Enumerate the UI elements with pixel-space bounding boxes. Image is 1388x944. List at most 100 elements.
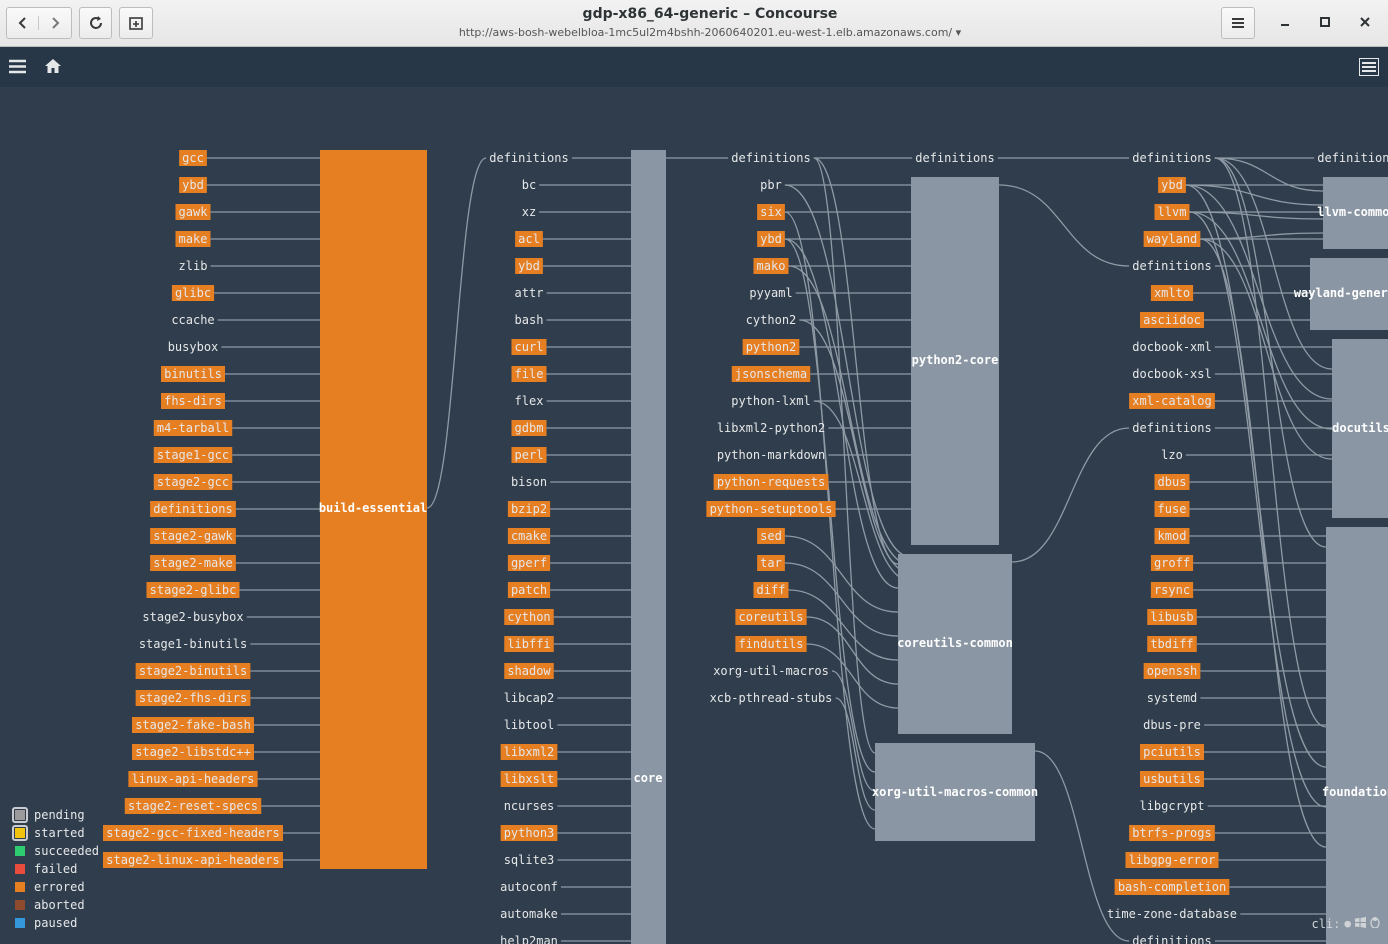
input-node-stage2-reset-specs[interactable]: stage2-reset-specs [124,798,262,814]
input-node-stage2-fhs-dirs[interactable]: stage2-fhs-dirs [135,690,251,706]
input-node-stage1-gcc[interactable]: stage1-gcc [153,447,233,463]
input-node-wayland[interactable]: wayland [1143,231,1201,247]
back-icon[interactable] [7,16,39,30]
input-node-stage2-make[interactable]: stage2-make [150,555,236,571]
input-node-sqlite3[interactable]: sqlite3 [504,853,555,867]
input-node-fuse[interactable]: fuse [1154,501,1190,517]
input-node-usbutils[interactable]: usbutils [1140,771,1204,787]
input-node-automake[interactable]: automake [500,907,558,921]
input-node-libgpg-error[interactable]: libgpg-error [1125,852,1219,868]
input-node-pciutils[interactable]: pciutils [1140,744,1204,760]
input-node-stage2-linux-api-headers[interactable]: stage2-linux-api-headers [103,852,283,868]
linux-icon[interactable] [1370,916,1380,931]
input-node-autoconf[interactable]: autoconf [500,880,558,894]
input-node-python-lxml[interactable]: python-lxml [731,394,810,408]
pipeline-list-icon[interactable] [1359,58,1379,80]
input-node-tar[interactable]: tar [757,555,785,571]
close-button[interactable] [1355,12,1375,32]
input-node-fhs-dirs[interactable]: fhs-dirs [161,393,225,409]
input-node-mako[interactable]: mako [753,258,789,274]
minimize-button[interactable] [1275,12,1295,32]
windows-icon[interactable] [1355,916,1366,931]
input-node-gawk[interactable]: gawk [175,204,211,220]
input-node-m4-tarball[interactable]: m4-tarball [153,420,233,436]
maximize-button[interactable] [1315,12,1335,32]
input-node-cython2[interactable]: cython2 [746,313,797,327]
input-node-python-markdown[interactable]: python-markdown [717,448,825,462]
input-node-stage2-gcc[interactable]: stage2-gcc [153,474,233,490]
input-node-xmlto[interactable]: xmlto [1150,285,1194,301]
input-node-rsync[interactable]: rsync [1150,582,1194,598]
input-node-ncurses[interactable]: ncurses [504,799,555,813]
input-node-cmake[interactable]: cmake [507,528,551,544]
input-node-stage2-glibc[interactable]: stage2-glibc [146,582,240,598]
input-node-dbus[interactable]: dbus [1154,474,1190,490]
input-node-make[interactable]: make [175,231,211,247]
input-node-definitions[interactable]: definitions [1132,421,1211,435]
job-docutils[interactable]: docutils [1332,339,1388,518]
input-node-xcb-pthread-stubs[interactable]: xcb-pthread-stubs [710,691,833,705]
input-node-definitions[interactable]: definitions [1317,151,1388,165]
input-node-cython[interactable]: cython [504,609,554,625]
input-node-llvm[interactable]: llvm [1154,204,1190,220]
input-node-definitions[interactable]: definitions [150,501,236,517]
input-node-pyyaml[interactable]: pyyaml [749,286,792,300]
input-node-ybd[interactable]: ybd [515,258,543,274]
input-node-binutils[interactable]: binutils [161,366,225,382]
input-node-btrfs-progs[interactable]: btrfs-progs [1129,825,1215,841]
input-node-kmod[interactable]: kmod [1154,528,1190,544]
input-node-openssh[interactable]: openssh [1143,663,1201,679]
input-node-groff[interactable]: groff [1150,555,1194,571]
input-node-lzo[interactable]: lzo [1161,448,1183,462]
input-node-systemd[interactable]: systemd [1147,691,1198,705]
input-node-libcap2[interactable]: libcap2 [504,691,555,705]
input-node-glibc[interactable]: glibc [171,285,215,301]
input-node-python-requests[interactable]: python-requests [713,474,829,490]
new-tab-button[interactable] [119,7,153,39]
input-node-patch[interactable]: patch [507,582,551,598]
input-node-zlib[interactable]: zlib [179,259,208,273]
input-node-stage2-gawk[interactable]: stage2-gawk [150,528,236,544]
input-node-stage2-binutils[interactable]: stage2-binutils [135,663,251,679]
input-node-stage2-libstdc++[interactable]: stage2-libstdc++ [132,744,254,760]
input-node-gperf[interactable]: gperf [507,555,551,571]
job-xorg-util-macros-common[interactable]: xorg-util-macros-common [872,743,1038,841]
input-node-definitions[interactable]: definitions [1132,934,1211,944]
input-node-tbdiff[interactable]: tbdiff [1147,636,1197,652]
input-node-acl[interactable]: acl [515,231,543,247]
input-node-definitions[interactable]: definitions [1132,151,1211,165]
input-node-diff[interactable]: diff [753,582,789,598]
input-node-dbus-pre[interactable]: dbus-pre [1143,718,1201,732]
input-node-libxml2[interactable]: libxml2 [500,744,558,760]
input-node-docbook-xml[interactable]: docbook-xml [1132,340,1211,354]
forward-icon[interactable] [39,16,71,30]
pipeline-graph[interactable]: foundationdocutilswayland-genericllvm-co… [0,87,1388,944]
input-node-linux-api-headers[interactable]: linux-api-headers [128,771,258,787]
job-build-essential[interactable]: build-essential [319,150,427,869]
input-node-xz[interactable]: xz [522,205,536,219]
input-node-shadow[interactable]: shadow [504,663,554,679]
input-node-stage2-gcc-fixed-headers[interactable]: stage2-gcc-fixed-headers [103,825,283,841]
input-node-busybox[interactable]: busybox [168,340,219,354]
input-node-sed[interactable]: sed [757,528,785,544]
job-foundation[interactable]: foundation [1322,527,1388,944]
input-node-pbr[interactable]: pbr [760,178,782,192]
input-node-ccache[interactable]: ccache [171,313,214,327]
input-node-definitions[interactable]: definitions [1132,259,1211,273]
input-node-definitions[interactable]: definitions [731,151,810,165]
input-node-libtool[interactable]: libtool [504,718,555,732]
input-node-ybd[interactable]: ybd [179,177,207,193]
input-node-bzip2[interactable]: bzip2 [507,501,551,517]
input-node-libusb[interactable]: libusb [1147,609,1197,625]
input-node-attr[interactable]: attr [515,286,544,300]
job-wayland-generic[interactable]: wayland-generic [1294,258,1388,330]
input-node-python-setuptools[interactable]: python-setuptools [706,501,836,517]
sidebar-toggle-icon[interactable] [9,59,26,78]
home-icon[interactable] [44,58,62,78]
input-node-stage2-fake-bash[interactable]: stage2-fake-bash [132,717,254,733]
input-node-libxslt[interactable]: libxslt [500,771,558,787]
menu-button[interactable] [1221,7,1255,39]
input-node-findutils[interactable]: findutils [735,636,807,652]
input-node-stage2-busybox[interactable]: stage2-busybox [142,610,243,624]
input-node-jsonschema[interactable]: jsonschema [731,366,811,382]
